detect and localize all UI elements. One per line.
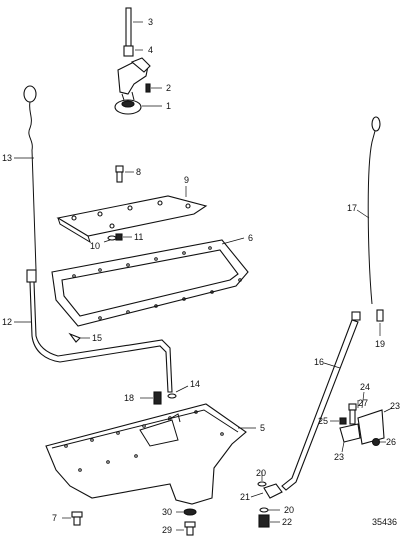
callout-16: 16 — [314, 357, 324, 367]
callout-18: 18 — [124, 393, 134, 403]
callout-4: 4 — [148, 45, 153, 55]
part-12-dipstick-tube — [14, 269, 173, 393]
callout-26: 25 — [318, 416, 328, 426]
callout-labels: 3 4 2 1 13 8 9 17 6 10 11 12 15 19 16 14… — [2, 17, 400, 535]
callout-25: 24 — [360, 382, 370, 392]
part-16-tube — [281, 311, 361, 491]
part-4-coupler — [123, 45, 143, 57]
reference-number: 35436 — [372, 517, 397, 527]
callout-28: 27 — [358, 398, 368, 408]
callout-1: 1 — [166, 101, 171, 111]
part-23-bracket — [357, 407, 393, 445]
callout-5: 5 — [260, 423, 265, 433]
callout-9: 9 — [184, 175, 189, 185]
part-15-clip — [68, 332, 90, 343]
callout-2: 2 — [166, 83, 171, 93]
part-7-bolt — [62, 511, 83, 526]
part-29-drain-plug — [176, 521, 196, 536]
part-22-bolt — [258, 514, 280, 528]
part-1-oil-pump — [114, 57, 162, 115]
callout-29: 29 — [162, 525, 172, 535]
part-5-oil-pan — [45, 403, 256, 505]
part-20-washer — [257, 471, 280, 513]
callout-20-upper: 20 — [256, 468, 266, 478]
part-21-fitting — [250, 483, 283, 499]
callout-3: 3 — [148, 17, 153, 27]
part-11-nut — [115, 233, 132, 241]
callout-20-lower: 20 — [284, 505, 294, 515]
part-19-tip — [376, 309, 384, 336]
part-13-dipstick — [14, 85, 37, 271]
part-2-bolt — [145, 83, 162, 93]
part-30-washer — [176, 508, 197, 516]
callout-22: 22 — [282, 517, 292, 527]
part-17-dipstick — [356, 116, 381, 305]
part-3-pickup-tube — [125, 7, 143, 47]
callout-15: 15 — [92, 333, 102, 343]
callout-19: 19 — [375, 339, 385, 349]
part-8-bolt — [115, 165, 134, 183]
callout-6: 6 — [248, 233, 253, 243]
callout-8: 8 — [136, 167, 141, 177]
callout-27: 26 — [386, 437, 396, 447]
callout-30: 30 — [162, 507, 172, 517]
part-25-clamp — [361, 391, 365, 409]
callout-11: 11 — [134, 232, 143, 242]
callout-24: 23 — [334, 452, 344, 462]
callout-23: 23 — [390, 401, 400, 411]
callout-12: 12 — [2, 317, 12, 327]
callout-14: 14 — [190, 379, 200, 389]
callout-7: 7 — [52, 513, 57, 523]
callout-10: 10 — [90, 241, 100, 251]
callout-21: 21 — [240, 492, 250, 502]
part-14-washer — [167, 385, 189, 399]
part-10-washer — [103, 235, 117, 243]
part-27-nut — [371, 437, 386, 447]
part-24-clip — [339, 423, 361, 453]
part-18-plug — [140, 391, 162, 405]
callout-13: 13 — [2, 153, 12, 163]
part-9-windage-tray — [56, 186, 208, 244]
part-26-nut — [330, 417, 347, 425]
part-28-bolt — [348, 400, 359, 425]
part-6-gasket — [51, 237, 249, 327]
callout-17: 17 — [347, 203, 357, 213]
